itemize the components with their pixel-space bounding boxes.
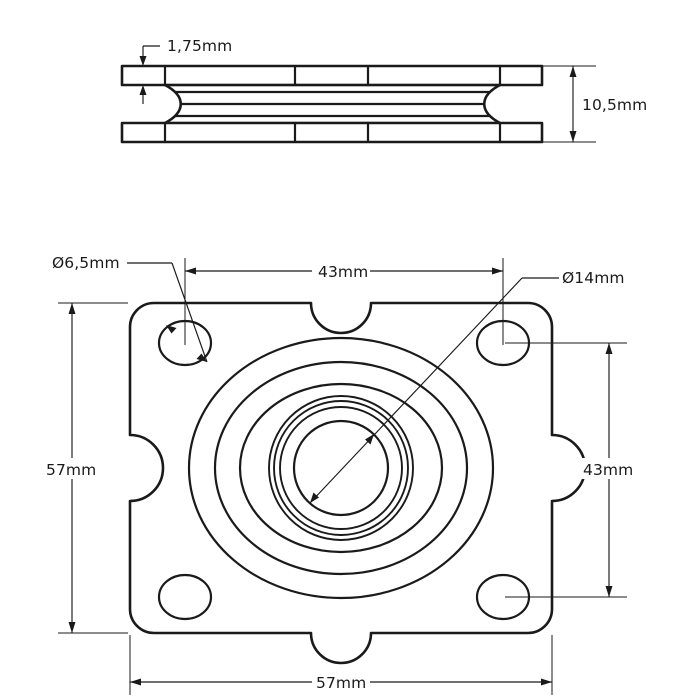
dimension-bore-diameter-label: Ø14mm — [562, 269, 625, 287]
side-groove-body — [163, 83, 502, 125]
dimension-hole-pitch-horizontal: 43mm — [184, 258, 504, 345]
dimension-hole-pitch-vertical: 43mm — [505, 342, 639, 598]
dimension-hole-pitch-vertical-label: 43mm — [583, 461, 633, 479]
plan-view: Ø6,5mm Ø14mm 43mm — [44, 254, 639, 695]
dimension-overall-height-side: 10,5mm — [542, 65, 647, 143]
dimension-plate-height-label: 57mm — [46, 461, 96, 479]
dimension-thickness: 1,75mm — [139, 37, 232, 104]
side-elevation-view: 1,75mm 10,5mm — [120, 37, 647, 144]
dimension-hole-pitch-horizontal-label: 43mm — [318, 263, 368, 281]
dimension-bolt-hole-diameter-label: Ø6,5mm — [52, 254, 120, 272]
dimension-bolt-hole-diameter: Ø6,5mm — [52, 254, 208, 363]
dimension-bore-diameter: Ø14mm — [309, 269, 625, 504]
dimension-plate-width-label: 57mm — [316, 674, 366, 692]
bolt-hole-bottom-left — [157, 573, 213, 621]
dimension-plate-height: 57mm — [44, 302, 128, 634]
dimension-overall-height-side-label: 10,5mm — [582, 96, 647, 114]
side-bottom-flange — [120, 121, 544, 144]
plate-outline — [128, 301, 587, 665]
side-top-flange — [120, 64, 544, 87]
dimension-plate-width: 57mm — [129, 635, 553, 695]
plate-concentric-rings — [187, 336, 495, 600]
dimension-thickness-label: 1,75mm — [167, 37, 232, 55]
